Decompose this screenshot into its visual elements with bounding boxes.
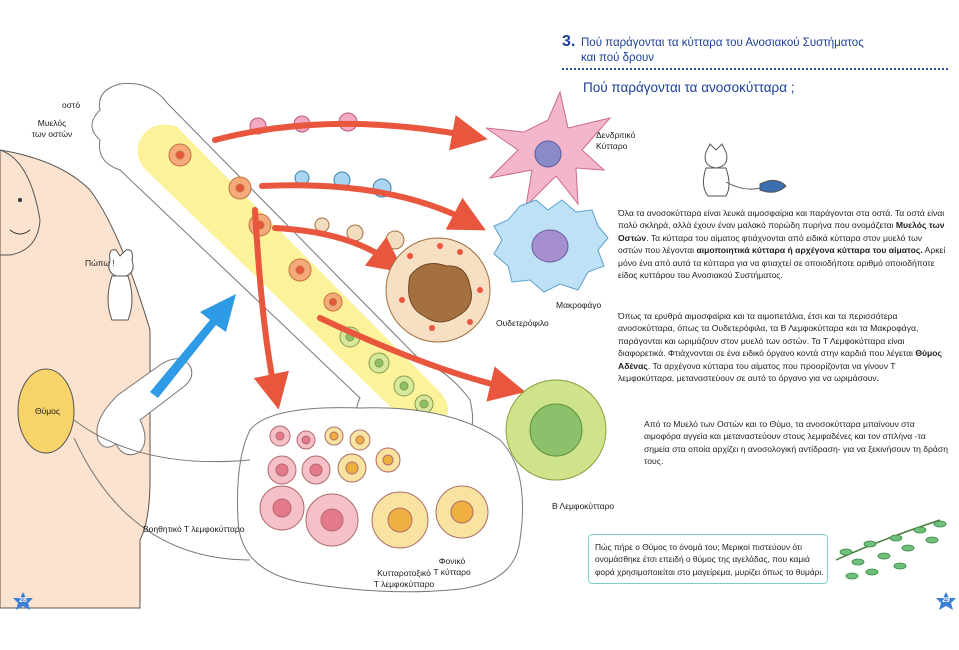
neutrophil-label: Ουδετερόφιλο	[496, 318, 549, 328]
section-title: Πού παράγονται τα κύτταρα του Ανοσιακού …	[581, 37, 864, 64]
cat-illustration	[107, 249, 134, 321]
b-lymphocyte-label: Β Λεμφοκύτταρο	[552, 501, 615, 511]
person-face	[0, 149, 41, 256]
killer-t-label: Φονικό Τ κύτταρο	[433, 556, 471, 577]
page-badge-right-shape	[936, 592, 956, 610]
subheading: Πού παράγονται τα ανοσοκύτταρα ;	[583, 80, 795, 95]
cat-with-fish	[702, 143, 787, 197]
dendritic-label: Δενδριτικό Κύτταρο	[596, 130, 636, 151]
thymus-label: Θύμος	[35, 406, 60, 416]
cat-speech-label: Πώπω !	[85, 258, 115, 268]
macrophage-label: Μακροφάγο	[556, 300, 602, 310]
helper-t-label: Βοηθητικό Τ λεμφοκύτταρο	[143, 524, 245, 534]
infobox-text: Πώς πήρε ο Θύμος το όνομά του; Μερικοί π…	[595, 542, 824, 577]
section-number: 3.	[562, 33, 576, 50]
arrow-to-thymus	[150, 294, 236, 398]
thymus-name-infobox: Πώς πήρε ο Θύμος το όνομά του; Μερικοί π…	[588, 534, 828, 584]
page-number-right: 29	[942, 597, 950, 604]
heading-divider	[562, 68, 948, 70]
thymus-cells	[259, 425, 489, 549]
page-number-left: 28	[19, 597, 27, 604]
paragraph-thymus: Όπως τα ερυθρά αιμοσφαίρια και τα αιμοπε…	[618, 311, 943, 384]
bone-label: οστό	[62, 100, 81, 110]
paragraph-bone-marrow: Όλα τα ανοσοκύτταρα είναι λευκά αιμοσφαί…	[618, 208, 946, 281]
thyme-illustration	[835, 519, 947, 580]
page-badge-left-shape	[13, 592, 33, 610]
paragraph-migration: Από το Μυελό των Οστών και το Θύμο, τα α…	[644, 419, 948, 467]
migration-arrows	[212, 115, 526, 410]
marrow-label: Μυελός των οστών	[31, 118, 73, 139]
thymus-organ	[17, 368, 75, 454]
cytotoxic-t-label: Κυτταροτοξικό Τ λεμφοκύτταρο	[373, 568, 435, 589]
